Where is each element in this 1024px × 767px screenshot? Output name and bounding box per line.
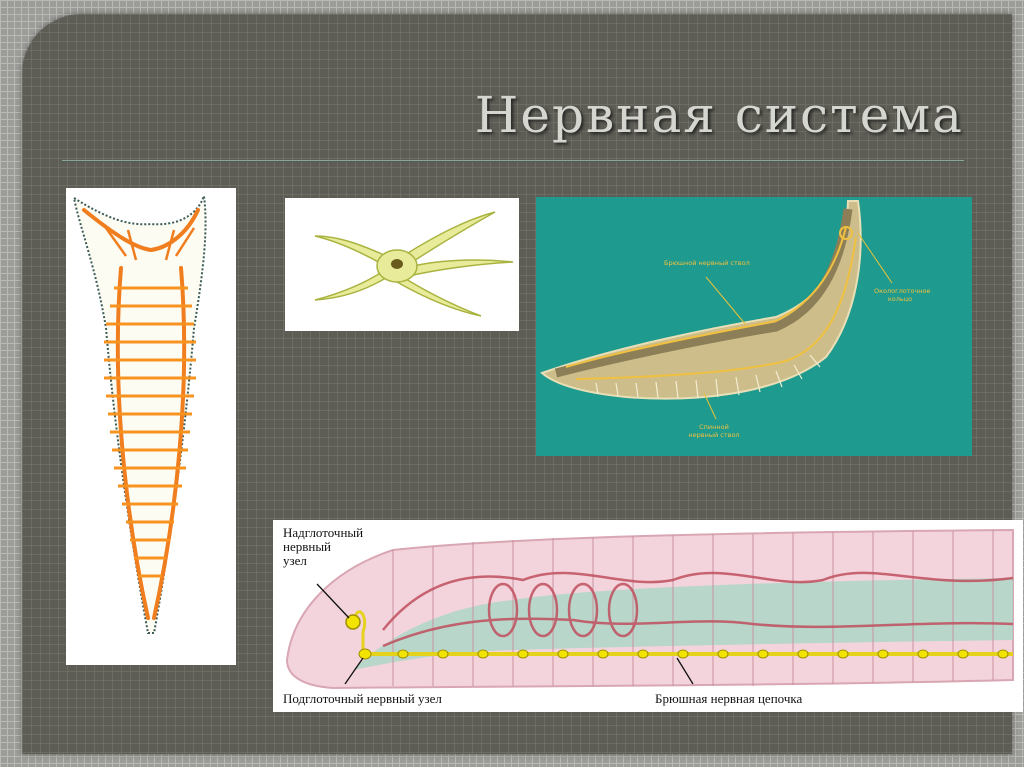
earthworm-ganglia [358,648,1009,660]
flatworm-figure [66,188,236,665]
nerve-cell-drawing [314,211,514,317]
nematode-drawing [540,200,893,420]
label-subesophageal-ganglion: Подглоточный нервный узел [283,691,442,706]
label-dorsal-nerve-cord: Спинной нервный ствол [688,423,740,439]
flatworm-drawing [72,195,207,634]
flatworm-commissures [104,286,196,578]
earthworm-drawing [285,528,1014,690]
label-supraesophageal-3: узел [283,553,307,568]
label-supraesophageal-2: нервный [283,539,332,554]
nematode-figure: Брюшной нервный ствол Окологлоточное кол… [536,197,972,456]
earthworm-figure: Надглоточный нервный узел Подглоточный н… [273,520,1023,712]
nerve-cell-nucleus [391,259,403,269]
slide-title: Нервная система [474,86,964,144]
label-ventral-nerve-cord: Брюшной нервный ствол [664,259,750,267]
label-ventral-nerve-chain: Брюшная нервная цепочка [655,691,803,706]
title-divider [62,160,964,162]
label-supraesophageal-1: Надглоточный [283,525,364,540]
nerve-cell-figure [285,198,519,331]
label-nerve-ring: Окологлоточное кольцо [874,287,931,303]
